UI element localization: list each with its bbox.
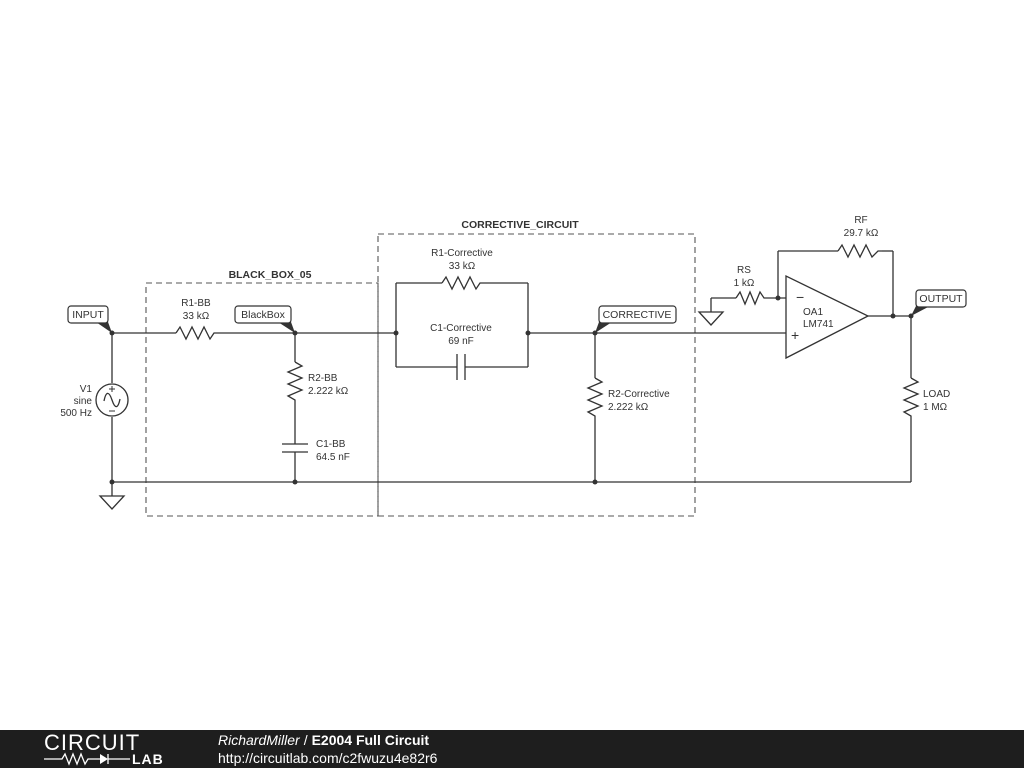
net-label-input-text: INPUT: [72, 309, 104, 321]
circuit-url[interactable]: http://circuitlab.com/c2fwuzu4e82r6: [218, 750, 438, 766]
r2-bb-value: 2.222 kΩ: [308, 386, 349, 397]
corrective-circuit-title: CORRECTIVE_CIRCUIT: [461, 219, 579, 231]
net-label-corrective-text: CORRECTIVE: [603, 309, 672, 321]
black-box-title: BLACK_BOX_05: [229, 269, 312, 281]
rs-value: 1 kΩ: [734, 278, 755, 289]
corrective-circuit-region: CORRECTIVE_CIRCUIT: [377, 219, 696, 517]
r2-corrective-resistor: R2-Corrective 2.222 kΩ: [586, 377, 670, 420]
oa1-minus-symbol: −: [796, 289, 804, 305]
oa1-model: LM741: [803, 319, 834, 330]
v1-source: V1 sine 500 Hz: [60, 383, 129, 419]
circuit-title-line: RichardMiller/E2004 Full Circuit: [218, 732, 429, 748]
r2-bb-name: R2-BB: [308, 373, 338, 384]
oa1-name: OA1: [803, 307, 823, 318]
rs-resistor: RS 1 kΩ: [734, 265, 766, 306]
ground-symbol-rs: [697, 311, 725, 326]
c1-corrective-name: C1-Corrective: [430, 323, 492, 334]
circuit-title[interactable]: E2004 Full Circuit: [311, 732, 430, 748]
black-box-region: BLACK_BOX_05: [145, 269, 379, 517]
c1-corrective-capacitor: C1-Corrective 69 nF: [430, 323, 492, 380]
net-label-corrective: CORRECTIVE: [595, 305, 677, 333]
r2-corrective-name: R2-Corrective: [608, 389, 670, 400]
c1-corrective-value: 69 nF: [448, 336, 474, 347]
title-separator: /: [303, 732, 308, 748]
resistor-diode-logo-icon: [44, 752, 130, 766]
r1-corrective-resistor: R1-Corrective 33 kΩ: [431, 248, 493, 291]
r1-bb-resistor: R1-BB 33 kΩ: [175, 298, 216, 341]
logo-text-lab: LAB: [132, 751, 164, 767]
rf-name: RF: [854, 215, 867, 226]
net-label-input: INPUT: [67, 305, 112, 333]
circuit-schematic: BLACK_BOX_05 CORRECTIVE_CIRCUIT: [60, 215, 967, 517]
rf-value: 29.7 kΩ: [844, 228, 879, 239]
circuitlab-logo[interactable]: CIRCUIT LAB: [44, 732, 176, 766]
c1-bb-capacitor: C1-BB 64.5 nF: [282, 439, 350, 463]
r1-corrective-name: R1-Corrective: [431, 248, 493, 259]
rf-resistor: RF 29.7 kΩ: [837, 215, 882, 259]
load-resistor: LOAD 1 MΩ: [902, 377, 950, 420]
ground-symbol-main: [98, 495, 126, 510]
v1-frequency: 500 Hz: [60, 408, 92, 419]
r2-bb-resistor: R2-BB 2.222 kΩ: [286, 361, 349, 404]
r1-bb-name: R1-BB: [181, 298, 211, 309]
load-value: 1 MΩ: [923, 402, 948, 413]
v1-type: sine: [74, 396, 93, 407]
junctions: [109, 295, 914, 485]
oa1-plus-symbol: +: [791, 327, 799, 343]
v1-name: V1: [80, 384, 93, 395]
c1-bb-name: C1-BB: [316, 439, 346, 450]
net-label-blackbox-text: BlackBox: [241, 309, 286, 321]
r2-corrective-value: 2.222 kΩ: [608, 402, 649, 413]
net-label-output-text: OUTPUT: [919, 293, 963, 305]
logo-text-circuit: CIRCUIT: [44, 730, 141, 755]
rs-name: RS: [737, 265, 751, 276]
c1-bb-value: 64.5 nF: [316, 452, 350, 463]
wires: [111, 250, 912, 496]
load-name: LOAD: [923, 389, 950, 400]
net-label-blackbox: BlackBox: [234, 305, 295, 333]
r1-corrective-value: 33 kΩ: [449, 261, 476, 272]
author-name[interactable]: RichardMiller: [218, 732, 300, 748]
net-label-output: OUTPUT: [911, 289, 967, 316]
r1-bb-value: 33 kΩ: [183, 311, 210, 322]
footer-bar: CIRCUIT LAB RichardMiller/E2004 Full Cir…: [0, 730, 1024, 768]
oa1-opamp: − + OA1 LM741: [785, 274, 870, 360]
